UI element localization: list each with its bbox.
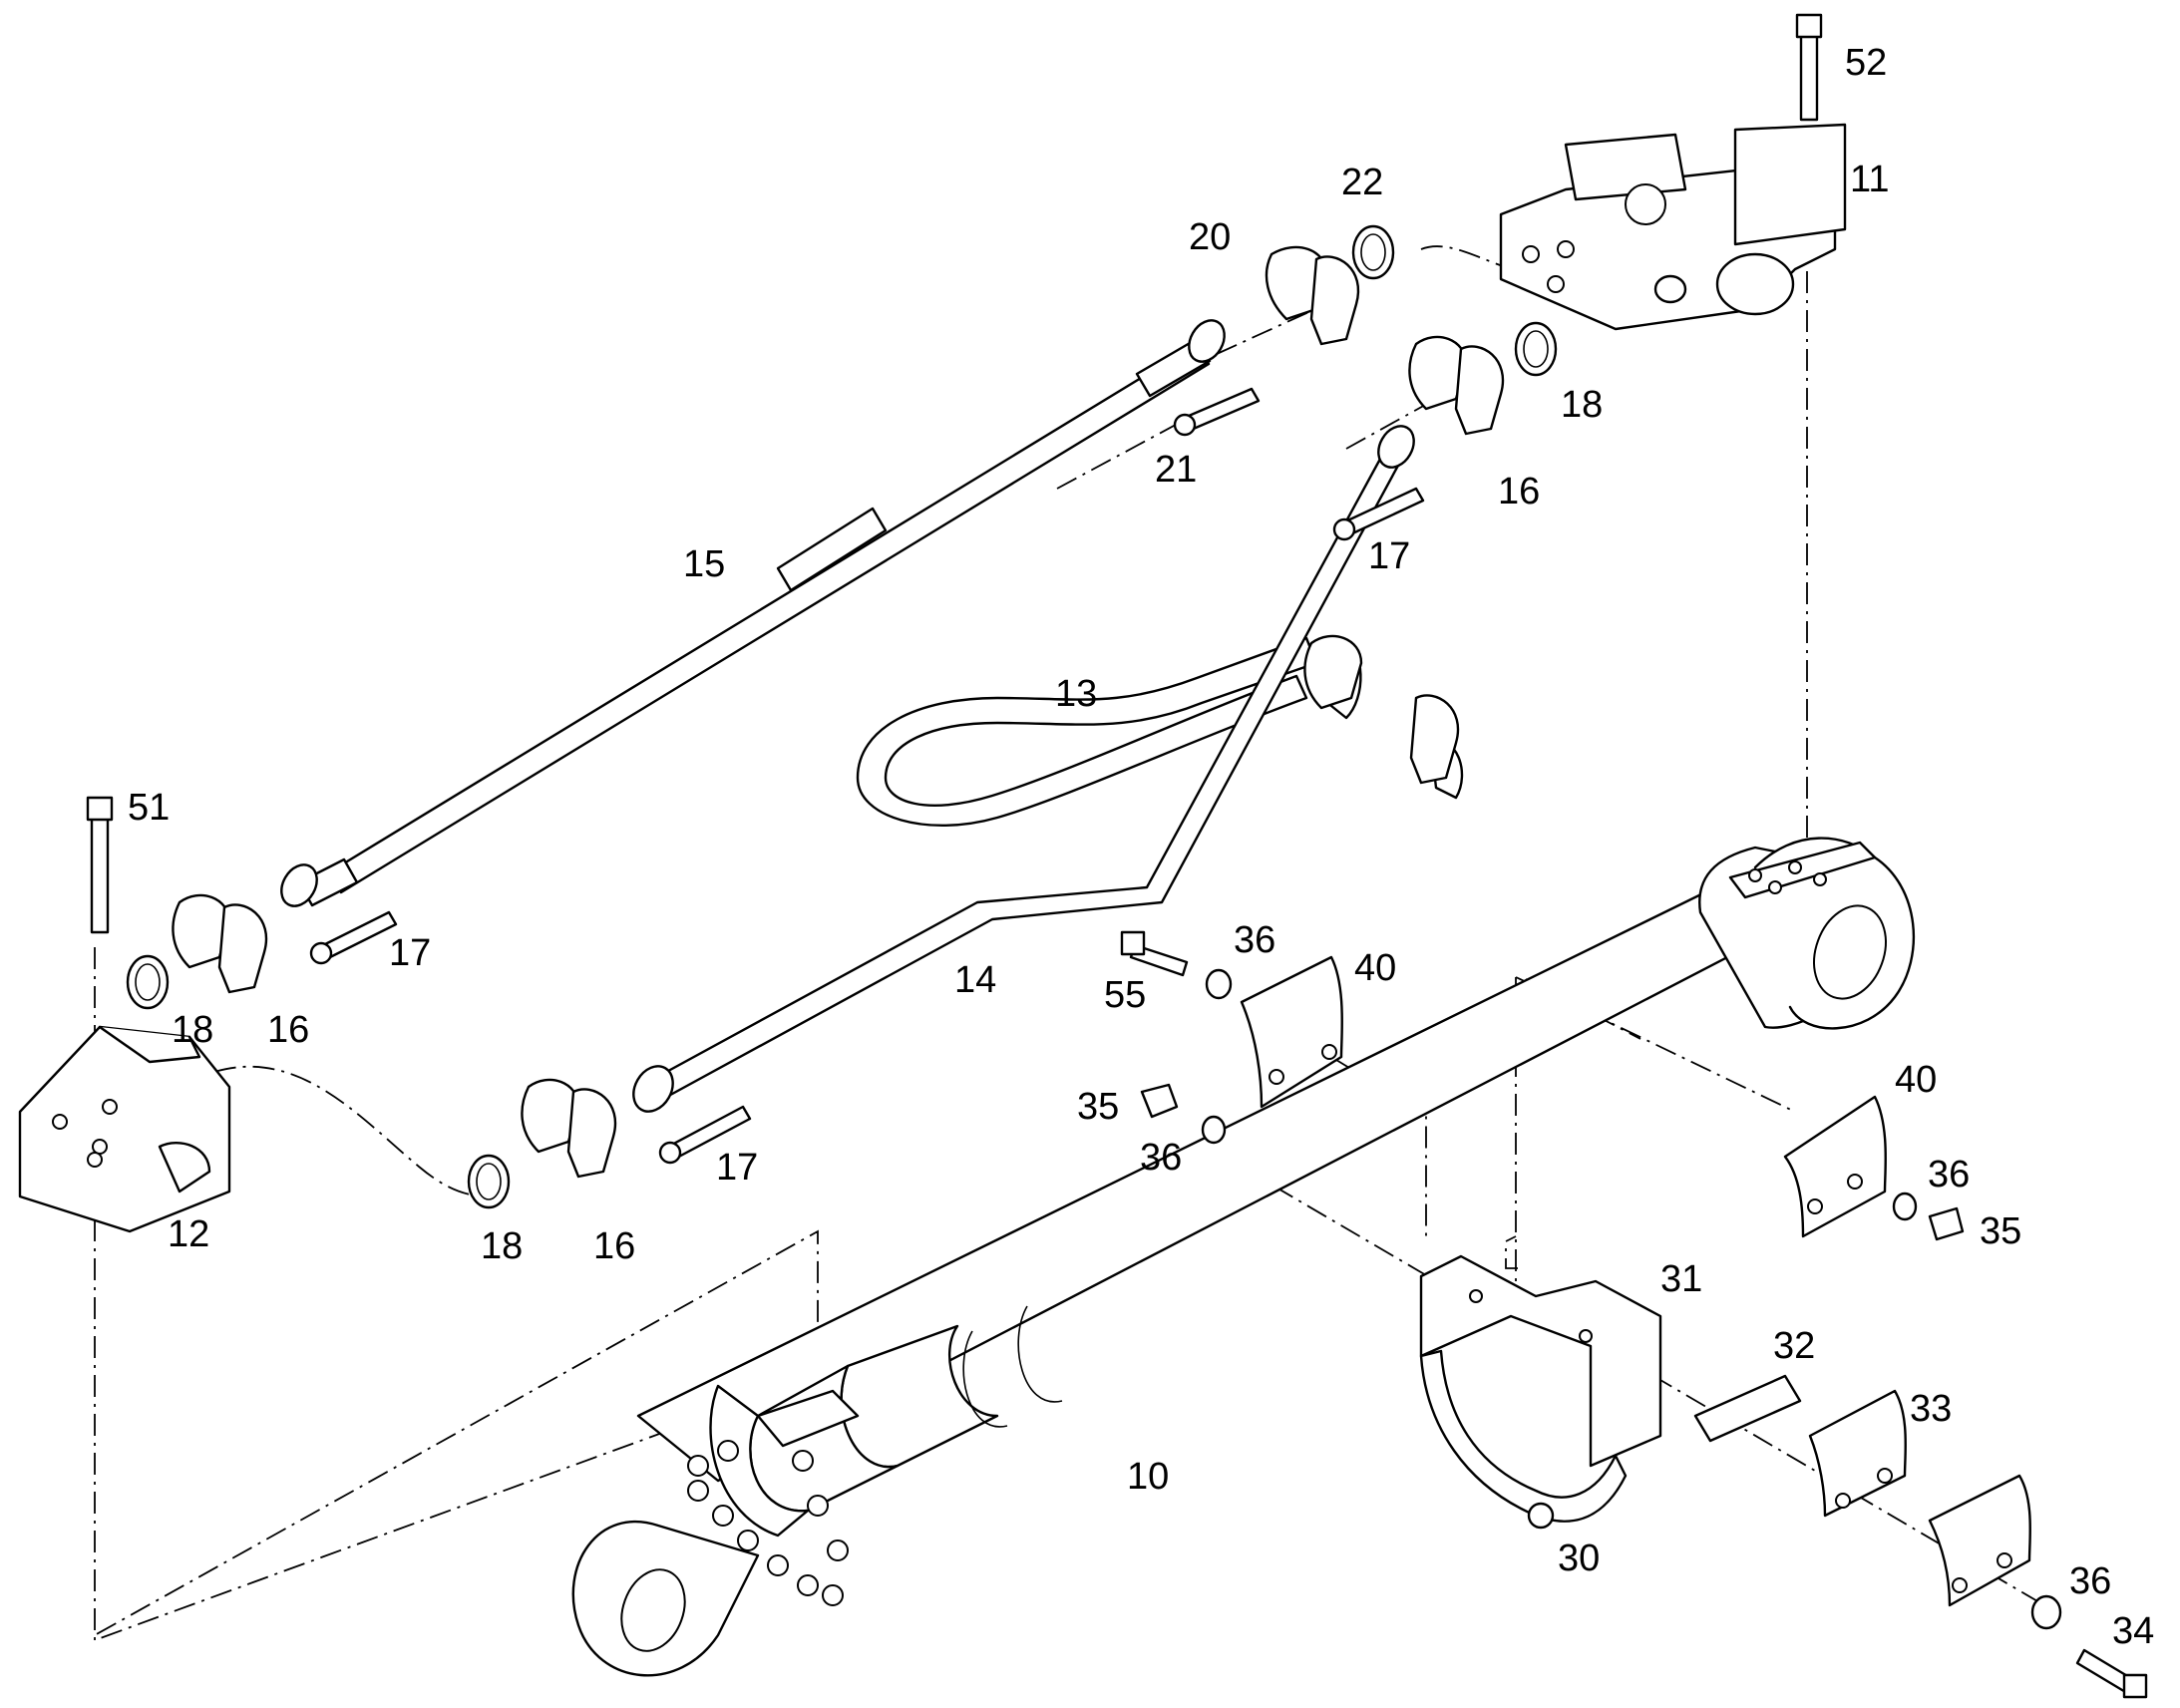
callout-17: 17 (1368, 535, 1410, 577)
bracket-clamp (1419, 1254, 1802, 1530)
callout-36: 36 (1234, 919, 1275, 961)
callout-34: 34 (2112, 1610, 2154, 1652)
callout-21: 21 (1155, 449, 1197, 491)
callout-35: 35 (1980, 1210, 2021, 1252)
valve-block-part-11 (1499, 123, 1847, 331)
callout-40: 40 (1354, 947, 1396, 989)
callout-18: 18 (481, 1225, 523, 1267)
callout-20: 20 (1189, 216, 1231, 258)
callout-33: 33 (1910, 1388, 1952, 1430)
hose-part-14 (632, 425, 1415, 1113)
hose-part-13 (856, 636, 1464, 828)
callout-51: 51 (128, 787, 170, 829)
callout-17: 17 (716, 1147, 758, 1189)
callout-16: 16 (593, 1225, 635, 1267)
seals-washers-nuts (126, 224, 2062, 1630)
callout-31: 31 (1660, 1258, 1702, 1300)
hose-part-15 (280, 319, 1226, 907)
callout-15: 15 (683, 543, 725, 585)
callout-14: 14 (954, 959, 996, 1001)
callout-18: 18 (1561, 384, 1603, 426)
callout-36: 36 (1928, 1154, 1970, 1196)
callout-16: 16 (267, 1009, 309, 1051)
callout-36: 36 (1140, 1137, 1182, 1179)
callout-32: 32 (1773, 1325, 1815, 1367)
callout-16: 16 (1498, 471, 1540, 512)
callout-40: 40 (1895, 1059, 1937, 1101)
callout-35: 35 (1077, 1086, 1119, 1128)
plates (1240, 955, 2031, 1607)
bolts (86, 13, 2148, 1699)
callout-13: 13 (1055, 673, 1097, 715)
callout-12: 12 (168, 1213, 209, 1255)
callout-18: 18 (172, 1009, 213, 1051)
callout-55: 55 (1104, 974, 1146, 1016)
callouts: 52 11 22 20 18 21 16 17 15 13 51 17 14 3… (128, 42, 2154, 1652)
callout-11: 11 (1850, 159, 1889, 200)
cylinder-part-10 (571, 837, 1916, 1677)
flange-clamps (172, 245, 1505, 1179)
callout-52: 52 (1845, 42, 1887, 84)
callout-17: 17 (389, 932, 431, 974)
callout-30: 30 (1558, 1537, 1600, 1579)
callout-22: 22 (1341, 162, 1383, 203)
callout-10: 10 (1127, 1456, 1169, 1498)
manifold-part-12 (18, 1025, 231, 1233)
callout-36: 36 (2069, 1560, 2111, 1602)
